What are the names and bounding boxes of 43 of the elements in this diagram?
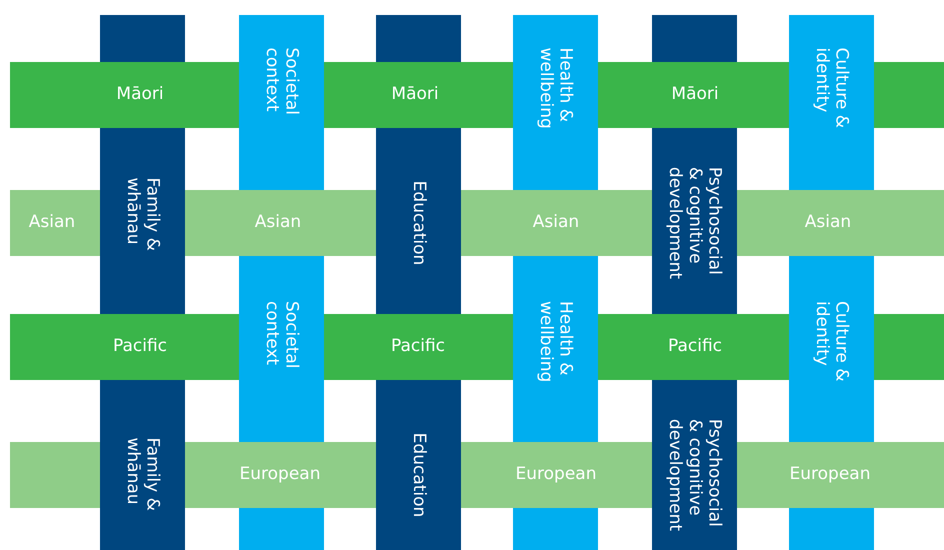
band-label: Asian	[804, 213, 852, 233]
vertical-band-segment	[376, 380, 461, 550]
band-label: Education	[408, 432, 428, 518]
vertical-band-segment	[652, 128, 737, 314]
band-label: Pacific	[112, 337, 168, 357]
vertical-band-segment	[239, 256, 324, 442]
band-label: Psychosocial & cognitive development	[664, 418, 724, 532]
vertical-band-segment	[100, 380, 185, 550]
vertical-band-segment	[513, 508, 598, 550]
band-label: Family & whānau	[122, 438, 162, 512]
vertical-band-segment	[789, 508, 874, 550]
vertical-band-segment	[652, 380, 737, 550]
band-label: Pacific	[390, 337, 446, 357]
band-label: Māori	[116, 85, 164, 105]
vertical-band-segment	[239, 15, 324, 190]
band-label: Culture & identity	[811, 301, 851, 384]
band-label: Family & whānau	[122, 178, 162, 253]
vertical-band-segment	[513, 15, 598, 190]
vertical-band-segment	[376, 128, 461, 314]
band-label: Societal context	[261, 301, 301, 371]
band-label: European	[790, 465, 870, 485]
vertical-band-segment	[513, 256, 598, 442]
band-label: Culture & identity	[811, 48, 851, 130]
band-label: Health & wellbeing	[535, 48, 575, 131]
vertical-band-segment	[100, 128, 185, 314]
band-label: European	[516, 465, 596, 485]
band-label: Asian	[254, 213, 302, 233]
band-label: Asian	[28, 213, 76, 233]
band-label: Education	[408, 180, 428, 266]
vertical-band-segment	[789, 15, 874, 190]
band-label: Asian	[532, 213, 580, 233]
band-label: Societal context	[261, 48, 301, 118]
band-label: Psychosocial & cognitive development	[664, 166, 724, 280]
vertical-band-segment	[239, 508, 324, 550]
band-label: Māori	[391, 85, 439, 105]
vertical-band-segment	[789, 256, 874, 442]
band-label: Māori	[671, 85, 719, 105]
vertical-band-segment	[100, 15, 185, 62]
band-label: Health & wellbeing	[535, 301, 575, 384]
band-label: European	[240, 465, 320, 485]
vertical-band-segment	[652, 15, 737, 62]
vertical-band-segment	[376, 15, 461, 62]
band-label: Pacific	[668, 337, 722, 357]
